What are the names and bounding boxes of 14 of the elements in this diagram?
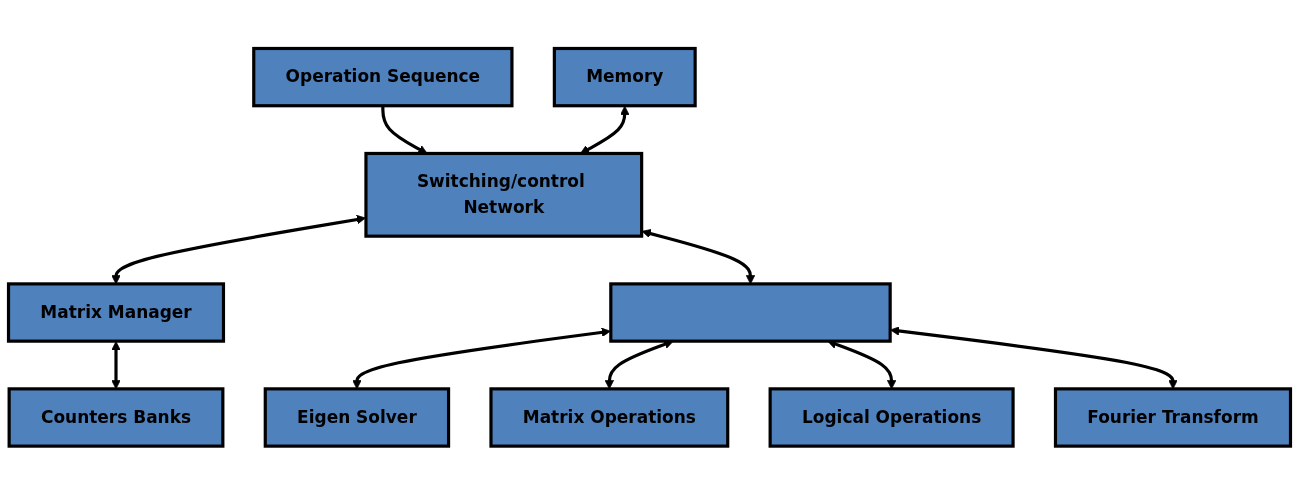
arrow (111, 340, 121, 389)
node-box: Fourier Transform (1053, 386, 1293, 448)
arrow (381, 105, 428, 154)
node-box: Memory (552, 46, 697, 108)
node-box: Eigen Solver (263, 386, 451, 448)
node-box: Switching/control Network (364, 151, 644, 238)
node-box: Operation Sequence (252, 46, 514, 108)
node-box: Logical Operations (768, 386, 1015, 448)
arrow (641, 228, 756, 284)
node-bar (609, 282, 892, 343)
node-box: Matrix Manager (6, 282, 226, 343)
arrow (580, 105, 630, 154)
node-box: Counters Banks (7, 386, 225, 448)
node-box: Matrix Operations (489, 386, 730, 448)
